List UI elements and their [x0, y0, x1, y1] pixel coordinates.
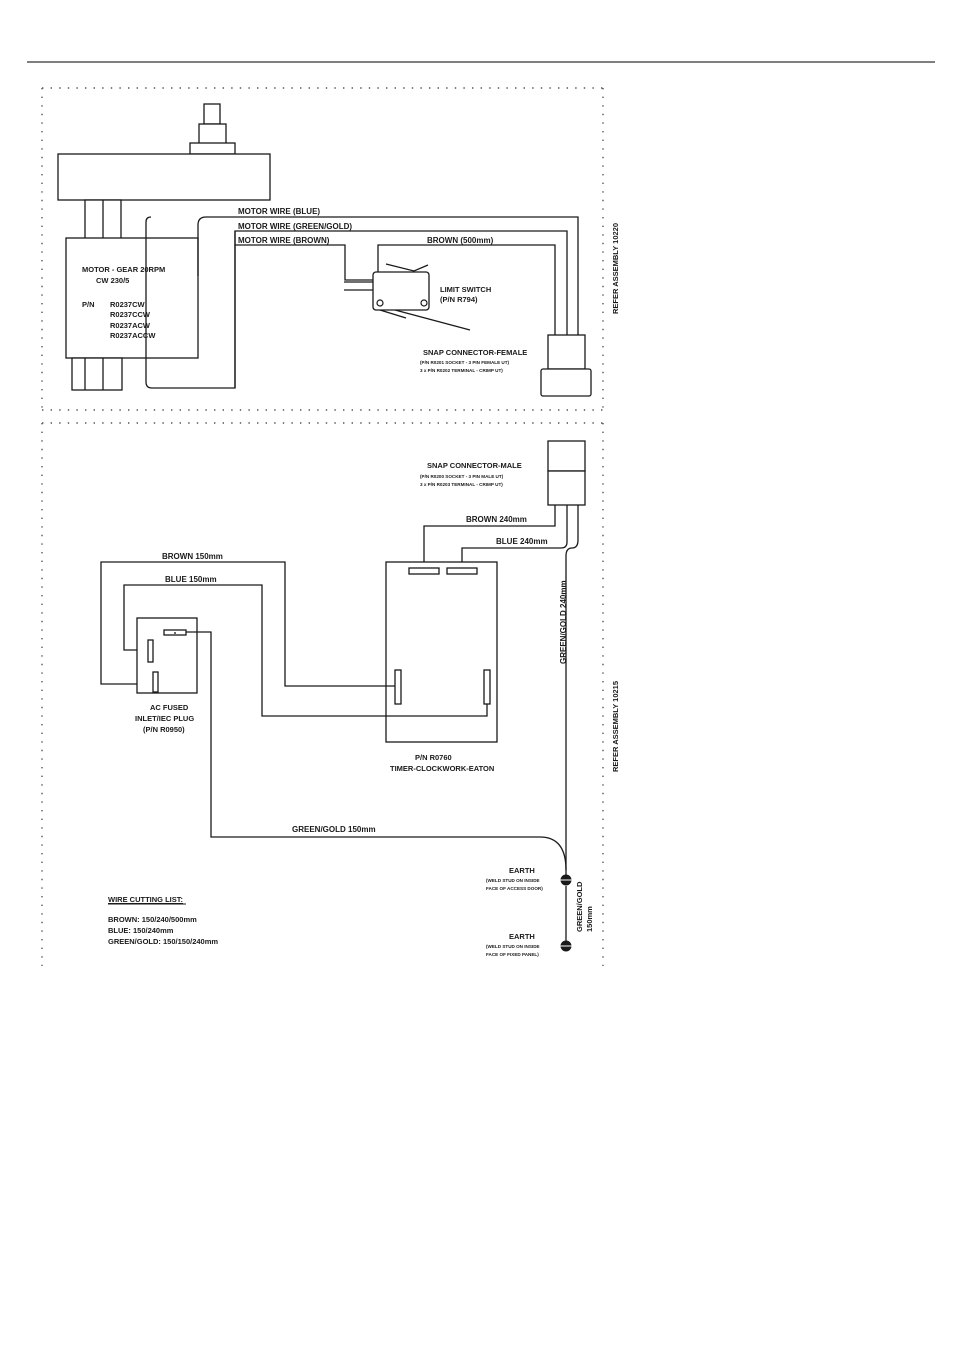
wire-blue-150: [123, 584, 488, 717]
cutting-list-blue: BLUE: 150/240mm: [108, 926, 174, 935]
iec-plug-body: [136, 617, 198, 694]
motor-pn-2: R0237CCW: [110, 310, 151, 319]
wire-brown-150: [100, 561, 395, 687]
cutting-list-title: WIRE CUTTING LIST:: [108, 895, 183, 904]
wire-green-gold-240: [565, 505, 579, 876]
motor-shaft-collar: [198, 123, 227, 145]
motor-title: MOTOR - GEAR 20RPM: [82, 265, 165, 274]
label-brown-500: BROWN (500mm): [427, 236, 494, 245]
timer-terminal-right: [483, 669, 491, 705]
motor-pn-4: R0237ACCW: [110, 331, 156, 340]
label-limit-switch-pn: (P/N R794): [440, 295, 478, 304]
label-earth-1-a: (WELD STUD ON INSIDE: [486, 878, 540, 883]
motor-pn-3: R0237ACW: [110, 321, 151, 330]
label-gg-150-1: GREEN/GOLD: [575, 881, 584, 932]
wire-motor-brown: [234, 231, 373, 281]
timer-terminal-blue: [446, 567, 478, 575]
iec-plug-pin-live: [147, 639, 154, 663]
label-snap-male-pn-2: 3 x P/N R0203 TERMINAL - CRIMP UT): [420, 482, 503, 487]
label-earth-1: EARTH: [509, 866, 535, 875]
label-blue-240: BLUE 240mm: [496, 537, 548, 546]
cutting-list-green: GREEN/GOLD: 150/150/240mm: [108, 937, 218, 946]
label-refer-assembly-10215: REFER ASSEMBLY 10215: [611, 681, 620, 772]
top-panel: MOTOR - GEAR 20RPM CW 230/5 P/N R0237CW …: [41, 87, 620, 411]
snap-connector-male-bottom: [547, 470, 586, 506]
label-green-gold-240: GREEN/GOLD 240mm: [559, 580, 568, 664]
motor-shaft: [203, 103, 221, 125]
label-earth-1-b: FACE OF ACCESS DOOR): [486, 886, 543, 891]
cutting-list-brown: BROWN: 150/240/500mm: [108, 915, 197, 924]
label-earth-2-a: (WELD STUD ON INSIDE: [486, 944, 540, 949]
motor-spec: CW 230/5: [96, 276, 129, 285]
wire-brown-500: [377, 244, 556, 335]
limit-switch-lever: [377, 262, 471, 331]
motor-body: [65, 237, 199, 359]
gearbox-housing: [57, 153, 271, 201]
iec-plug-pin-neutral: [152, 671, 159, 693]
wire-motor-blue-tail: [145, 216, 152, 358]
label-snap-female-pn-1: (P/N R0201 SOCKET - 3 PIN FEMALE UT): [420, 360, 510, 365]
label-gg-150-2: 150mm: [585, 906, 594, 932]
wire-brown-240: [423, 505, 556, 566]
snap-connector-female-top: [547, 334, 586, 370]
label-earth-2-b: FACE OF FIXED PANEL): [486, 952, 539, 957]
label-plug-2: INLET/IEC PLUG: [135, 714, 194, 723]
snap-connector-female-bottom: [540, 368, 592, 397]
label-snap-male: SNAP CONNECTOR-MALE: [427, 461, 522, 470]
label-timer-pn: P/N R0760: [415, 753, 452, 762]
motor-pn-label: P/N: [82, 300, 95, 309]
wire-blue-240: [461, 505, 568, 566]
motor-shaft-base: [189, 142, 236, 155]
label-snap-female-pn-2: 3 x P/N R0202 TERMINAL - CRIMP UT): [420, 368, 503, 373]
label-plug-1: AC FUSED: [150, 703, 189, 712]
label-blue-150: BLUE 150mm: [165, 575, 217, 584]
limit-switch-body: [372, 271, 430, 311]
timer-terminal-brown: [408, 567, 440, 575]
label-limit-switch: LIMIT SWITCH: [440, 285, 491, 294]
label-refer-assembly-10220: REFER ASSEMBLY 10220: [611, 223, 620, 314]
wire-green-gold-150: [186, 631, 567, 871]
motor-end-cap: [71, 357, 123, 391]
label-plug-3: (P/N R0950): [143, 725, 185, 734]
label-motor-wire-brown: MOTOR WIRE (BROWN): [238, 236, 330, 245]
label-motor-wire-blue: MOTOR WIRE (BLUE): [238, 207, 320, 216]
label-timer-name: TIMER-CLOCKWORK-EATON: [390, 764, 494, 773]
label-snap-male-pn-1: (P/N R0200 SOCKET - 3 PIN MALE UT): [420, 474, 504, 479]
label-green-gold-150: GREEN/GOLD 150mm: [292, 825, 376, 834]
snap-connector-male-top: [547, 440, 586, 472]
wire-motor-blue: [197, 216, 579, 335]
bottom-panel-frame: [41, 422, 604, 966]
label-earth-2: EARTH: [509, 932, 535, 941]
motor-pn-1: R0237CW: [110, 300, 146, 309]
bottom-panel: SNAP CONNECTOR-MALE (P/N R0200 SOCKET - …: [41, 422, 620, 966]
label-brown-240: BROWN 240mm: [466, 515, 527, 524]
label-brown-150: BROWN 150mm: [162, 552, 223, 561]
label-motor-wire-green-gold: MOTOR WIRE (GREEN/GOLD): [238, 222, 352, 231]
timer-terminal-left: [394, 669, 402, 705]
timer-body: [385, 561, 498, 743]
label-snap-female: SNAP CONNECTOR-FEMALE: [423, 348, 527, 357]
